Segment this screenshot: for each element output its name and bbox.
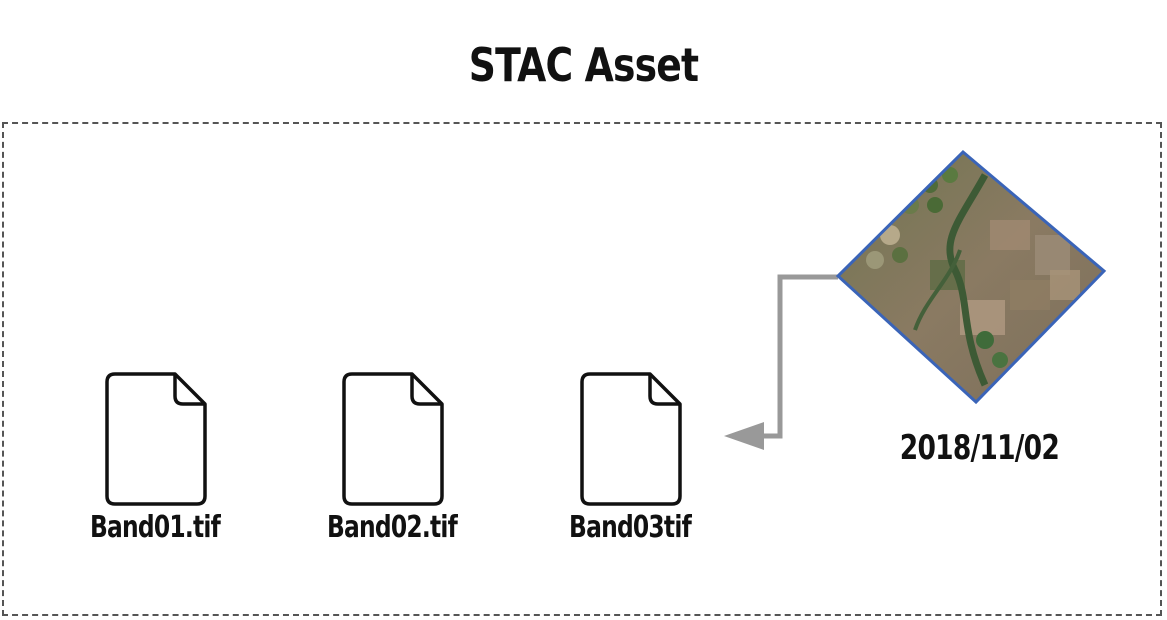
file-icon bbox=[342, 372, 446, 506]
asset-frame bbox=[2, 122, 1162, 616]
image-date-label: 2018/11/02 bbox=[899, 428, 1060, 468]
file-label: Band01.tif bbox=[89, 510, 221, 545]
diagram-title: STAC Asset bbox=[468, 38, 699, 92]
file-label: Band03tif bbox=[569, 510, 692, 545]
file-icon bbox=[580, 372, 684, 506]
file-label: Band02.tif bbox=[326, 510, 458, 545]
file-icon bbox=[105, 372, 209, 506]
